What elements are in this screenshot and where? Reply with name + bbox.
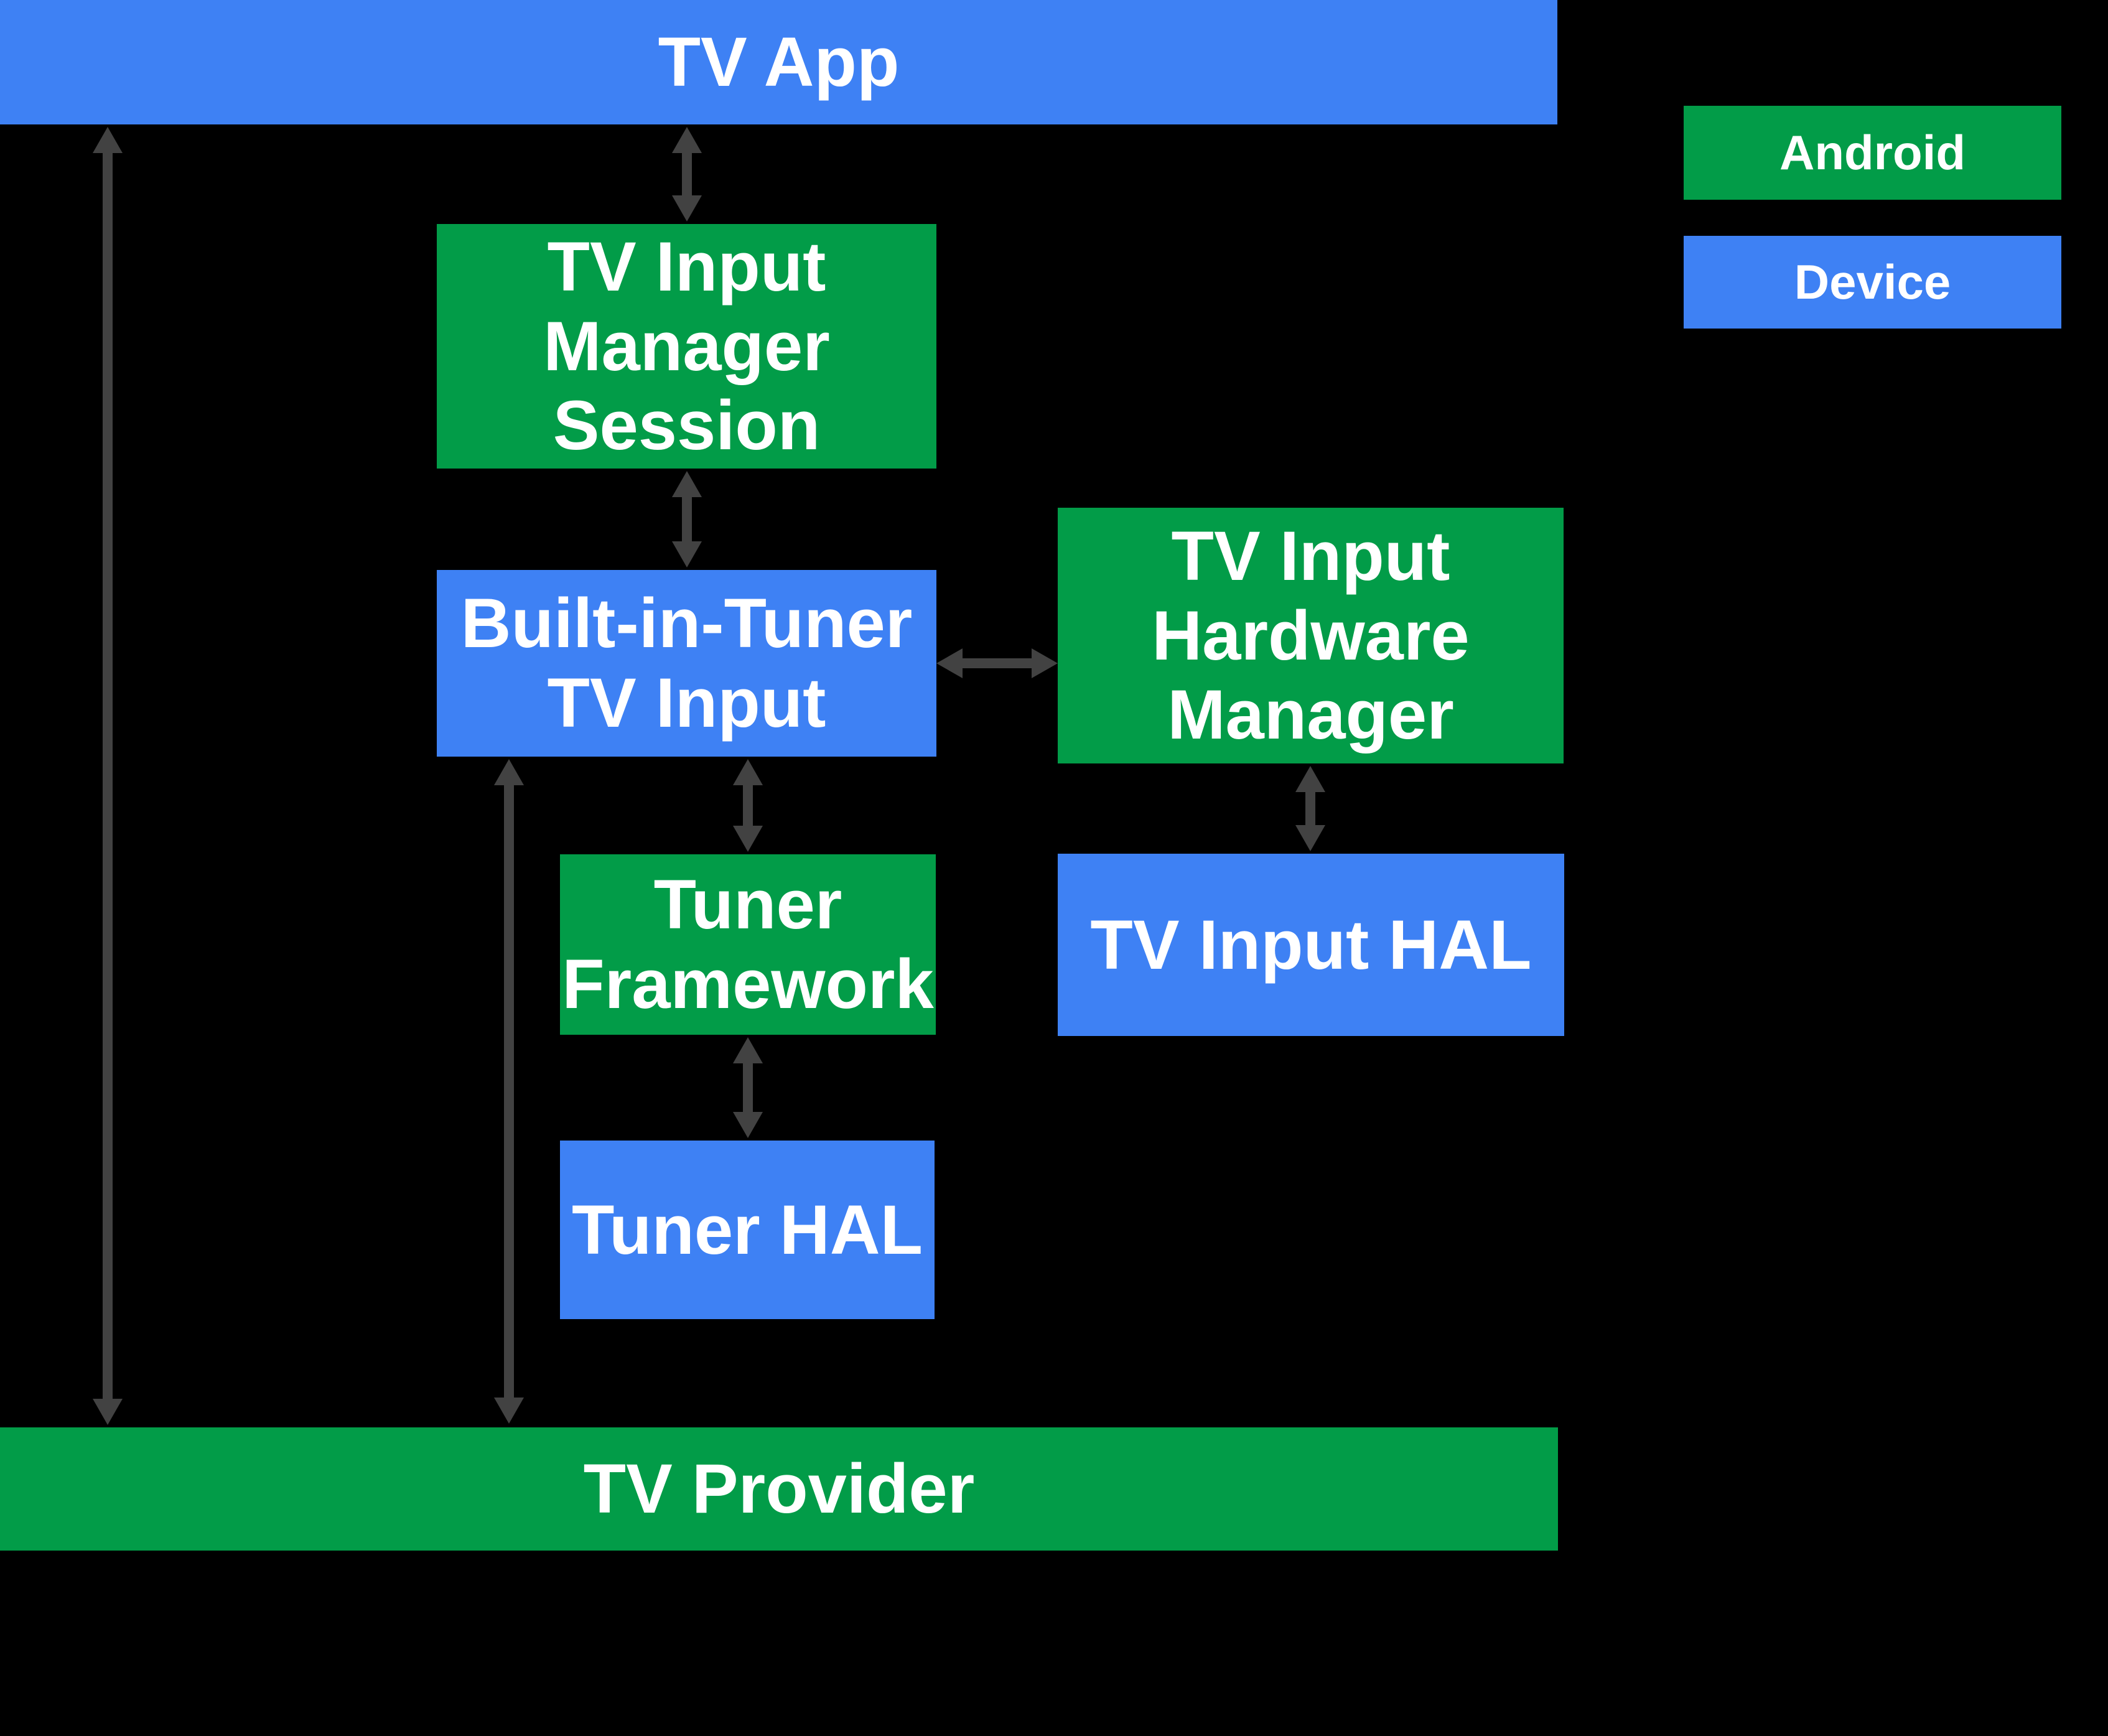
- arrow-shaft: [1305, 788, 1315, 829]
- arrow-hardware-manager-tv-input-hal: [1295, 766, 1325, 851]
- node-built-in-tuner-tv-input-label: Built-in-Tuner TV Input: [460, 584, 913, 742]
- arrowhead-up-icon: [1295, 766, 1325, 792]
- node-tuner-framework: Tuner Framework: [560, 854, 936, 1035]
- arrow-built-in-tuner-hardware-manager: [936, 648, 1058, 678]
- arrow-built-in-tuner-tvprovider: [494, 759, 524, 1424]
- node-tv-input-manager-session-label: TV Input Manager Session: [543, 227, 830, 465]
- node-tv-input-hal: TV Input HAL: [1058, 854, 1564, 1036]
- node-tv-input-manager-session: TV Input Manager Session: [437, 224, 936, 469]
- legend-android-label: Android: [1779, 125, 1966, 180]
- arrowhead-up-icon: [93, 127, 123, 153]
- arrow-tuner-framework-tuner-hal: [733, 1037, 763, 1138]
- arrowhead-down-icon: [733, 1112, 763, 1138]
- arrow-tvapp-tvprovider: [93, 127, 123, 1425]
- arrow-tvims-built-in-tuner: [672, 471, 702, 567]
- arrowhead-down-icon: [494, 1398, 524, 1424]
- legend-device-label: Device: [1794, 254, 1951, 309]
- arrowhead-left-icon: [936, 648, 963, 678]
- arrow-tvapp-tvims: [672, 127, 702, 222]
- arrow-shaft: [682, 149, 692, 199]
- arrow-shaft: [959, 658, 1035, 668]
- arrowhead-down-icon: [733, 826, 763, 852]
- node-tv-app: TV App: [0, 0, 1557, 124]
- arrow-shaft: [103, 149, 113, 1402]
- arrow-shaft: [743, 782, 753, 829]
- node-tuner-framework-label: Tuner Framework: [562, 866, 934, 1023]
- arrowhead-up-icon: [733, 759, 763, 785]
- arrow-built-in-tuner-tuner-framework: [733, 759, 763, 852]
- node-tv-input-hardware-manager: TV Input Hardware Manager: [1058, 508, 1564, 763]
- node-tv-input-hal-label: TV Input HAL: [1090, 905, 1532, 984]
- node-tuner-hal-label: Tuner HAL: [571, 1190, 923, 1269]
- arrow-shaft: [743, 1060, 753, 1116]
- node-tuner-hal: Tuner HAL: [560, 1141, 935, 1319]
- arrowhead-up-icon: [494, 759, 524, 785]
- arrow-shaft: [504, 782, 514, 1401]
- legend-device: Device: [1684, 236, 2061, 329]
- legend-android: Android: [1684, 106, 2061, 200]
- arrowhead-up-icon: [672, 471, 702, 497]
- node-tv-input-hardware-manager-label: TV Input Hardware Manager: [1152, 516, 1470, 754]
- arrowhead-up-icon: [672, 127, 702, 153]
- arrowhead-down-icon: [1295, 825, 1325, 851]
- arrowhead-right-icon: [1032, 648, 1058, 678]
- arrowhead-down-icon: [672, 195, 702, 222]
- arrowhead-down-icon: [93, 1399, 123, 1425]
- node-built-in-tuner-tv-input: Built-in-Tuner TV Input: [437, 570, 936, 757]
- node-tv-provider-label: TV Provider: [583, 1450, 975, 1528]
- arrowhead-down-icon: [672, 541, 702, 567]
- node-tv-app-label: TV App: [658, 23, 900, 101]
- arrowhead-up-icon: [733, 1037, 763, 1063]
- arrow-shaft: [682, 493, 692, 545]
- node-tv-provider: TV Provider: [0, 1427, 1558, 1551]
